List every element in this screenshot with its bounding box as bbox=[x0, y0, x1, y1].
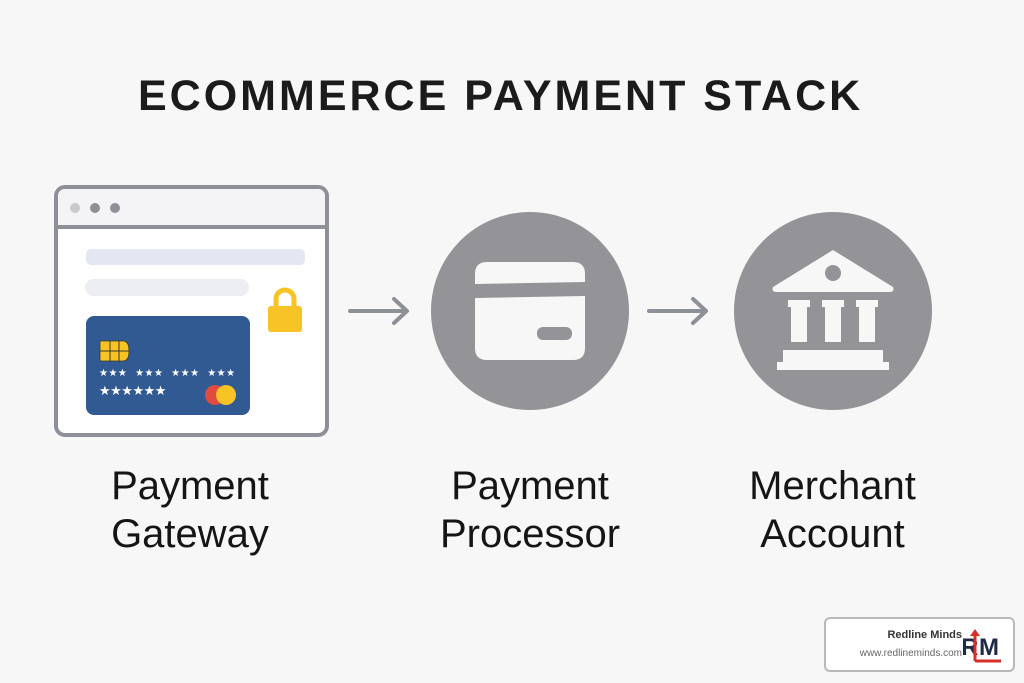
label-line: Account bbox=[760, 512, 905, 556]
label-line: Gateway bbox=[111, 512, 269, 556]
diagram-title: ECOMMERCE PAYMENT STACK bbox=[138, 72, 864, 120]
placeholder-line bbox=[86, 249, 305, 265]
brand-name: Redline Minds bbox=[887, 629, 962, 641]
window-dot-icon bbox=[90, 203, 100, 213]
redline-minds-logo-icon: R M bbox=[963, 629, 1001, 663]
masked-card-number: ★★★ ★★★ ★★★ ★★★ bbox=[99, 368, 236, 379]
brand-badge[interactable]: Redline Minds www.redlineminds.com R M bbox=[824, 617, 1015, 672]
stage-label-payment-gateway: Payment Gateway bbox=[80, 462, 300, 558]
masked-card-code: ★★★★★★ bbox=[99, 384, 166, 399]
window-dot-icon bbox=[110, 203, 120, 213]
label-line: Merchant bbox=[749, 464, 916, 508]
label-line: Payment bbox=[111, 464, 269, 508]
lock-icon bbox=[268, 287, 302, 332]
label-line: Payment bbox=[451, 464, 609, 508]
stage-label-payment-processor: Payment Processor bbox=[410, 462, 650, 558]
stage-label-merchant-account: Merchant Account bbox=[720, 462, 945, 558]
arrow-right-icon bbox=[348, 297, 409, 325]
arrow-right-icon bbox=[647, 297, 708, 325]
mastercard-logo-icon bbox=[216, 385, 236, 405]
placeholder-line bbox=[85, 279, 249, 296]
merchant-circle bbox=[734, 212, 932, 410]
browser-title-bar bbox=[58, 189, 325, 229]
window-dot-icon bbox=[70, 203, 80, 213]
credit-card-icon: ★★★ ★★★ ★★★ ★★★ ★★★★★★ bbox=[86, 316, 250, 415]
browser-checkout-icon: ★★★ ★★★ ★★★ ★★★ ★★★★★★ bbox=[54, 185, 329, 437]
svg-text:M: M bbox=[979, 634, 999, 661]
bank-icon bbox=[772, 250, 894, 370]
label-line: Processor bbox=[439, 512, 621, 556]
credit-card-icon bbox=[475, 262, 585, 360]
processor-circle bbox=[431, 212, 629, 410]
card-chip-icon bbox=[99, 340, 130, 362]
brand-url[interactable]: www.redlineminds.com bbox=[859, 648, 962, 659]
